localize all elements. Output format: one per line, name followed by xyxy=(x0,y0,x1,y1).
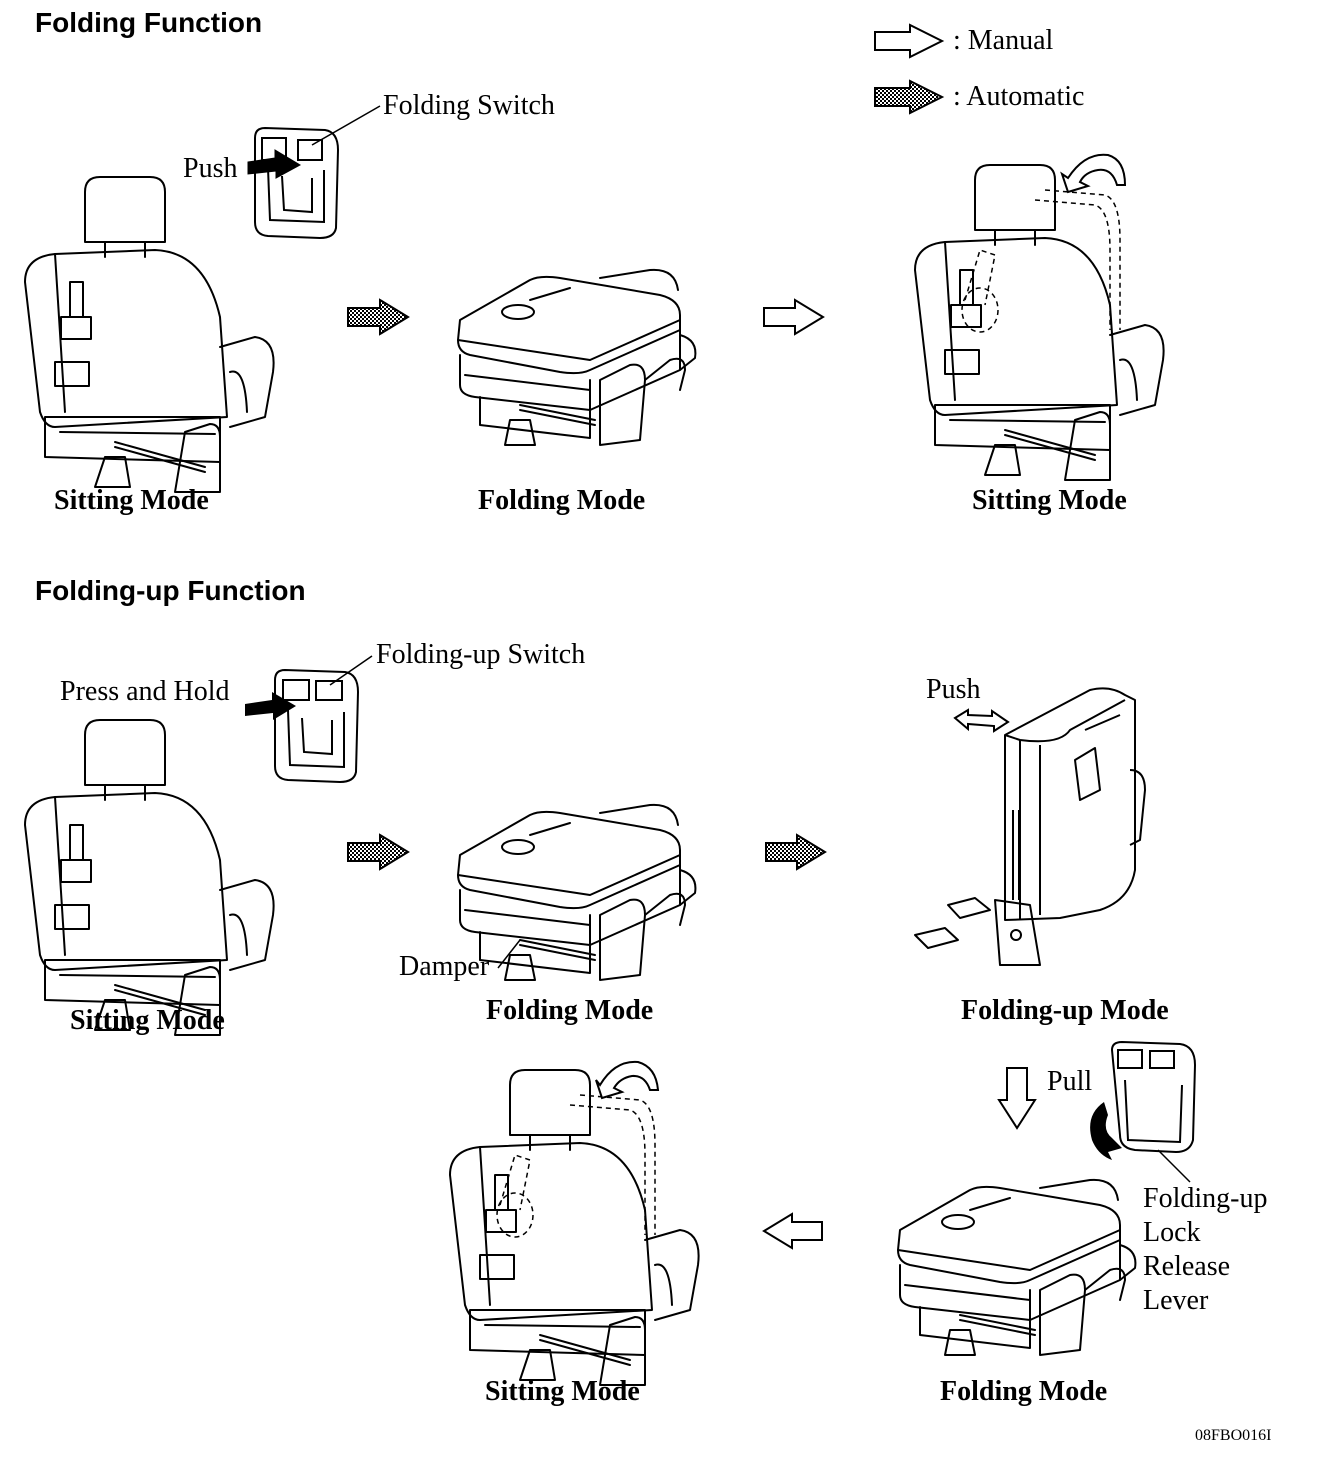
legend-manual-label: : Manual xyxy=(953,25,1054,56)
lock-release-lever-line-3: Release xyxy=(1143,1251,1231,1282)
lock-release-lever-line-1: Folding-up xyxy=(1143,1183,1268,1214)
pull-arrow xyxy=(997,1067,1037,1130)
seat-sitting-f1 xyxy=(24,176,275,493)
caption-folding-mode-u2: Folding Mode xyxy=(486,995,654,1026)
seat-folding-up-u3 xyxy=(914,687,1146,966)
lock-release-lever-line-2: Lock xyxy=(1143,1217,1201,1248)
rotate-arrow-lever xyxy=(1090,1102,1122,1160)
push-label: Push xyxy=(183,153,238,184)
caption-sitting-mode-f3: Sitting Mode xyxy=(972,485,1127,516)
seat-folding-f2 xyxy=(457,268,697,446)
push-label-2: Push xyxy=(926,674,981,705)
caption-folding-up-mode-u3: Folding-up Mode xyxy=(961,995,1169,1026)
seat-sitting-u5 xyxy=(449,1069,700,1386)
lock-release-lever-panel xyxy=(1110,1040,1197,1154)
press-hold-arrow xyxy=(245,692,296,720)
caption-sitting-mode-u1: Sitting Mode xyxy=(70,1005,225,1036)
seat-folding-u2 xyxy=(457,803,697,981)
seat-folding-u4 xyxy=(897,1178,1137,1356)
legend-automatic-arrow xyxy=(874,79,945,115)
caption-folding-mode-f2: Folding Mode xyxy=(478,485,646,516)
figure-id: 08FBO016I xyxy=(1195,1427,1272,1444)
caption-sitting-mode-f1: Sitting Mode xyxy=(54,485,209,516)
auto-arrow-1 xyxy=(347,298,410,336)
rotate-arrow-u5 xyxy=(595,1060,660,1100)
damper-label: Damper xyxy=(399,951,490,982)
manual-arrow-2 xyxy=(762,1212,823,1250)
lock-release-lever-label: Folding-up Lock Release Lever xyxy=(1143,1182,1323,1318)
auto-arrow-3 xyxy=(765,833,827,871)
folding-switch-panel xyxy=(254,126,340,240)
press-and-hold-label: Press and Hold xyxy=(60,676,230,707)
folding-up-switch-label: Folding-up Switch xyxy=(376,639,586,670)
folding-switch-label: Folding Switch xyxy=(383,90,555,121)
pull-label: Pull xyxy=(1047,1066,1093,1097)
folding-up-switch-panel xyxy=(274,668,360,784)
caption-folding-mode-u4: Folding Mode xyxy=(940,1376,1108,1407)
seat-sitting-u1 xyxy=(24,719,275,1036)
push-arrow xyxy=(247,149,302,179)
legend-automatic-label: : Automatic xyxy=(953,81,1085,112)
push-double-arrow xyxy=(953,708,1010,733)
lock-release-lever-line-4: Lever xyxy=(1143,1285,1209,1316)
section-title-folding-up: Folding-up Function xyxy=(35,575,306,606)
legend-manual-arrow xyxy=(874,23,945,59)
auto-arrow-2 xyxy=(347,833,410,871)
rotate-arrow-f3 xyxy=(1060,153,1127,194)
caption-sitting-mode-u5: Sitting Mode xyxy=(485,1376,640,1407)
manual-arrow-1 xyxy=(763,298,825,336)
section-title-folding: Folding Function xyxy=(35,7,263,38)
seat-sitting-f3 xyxy=(914,164,1165,481)
